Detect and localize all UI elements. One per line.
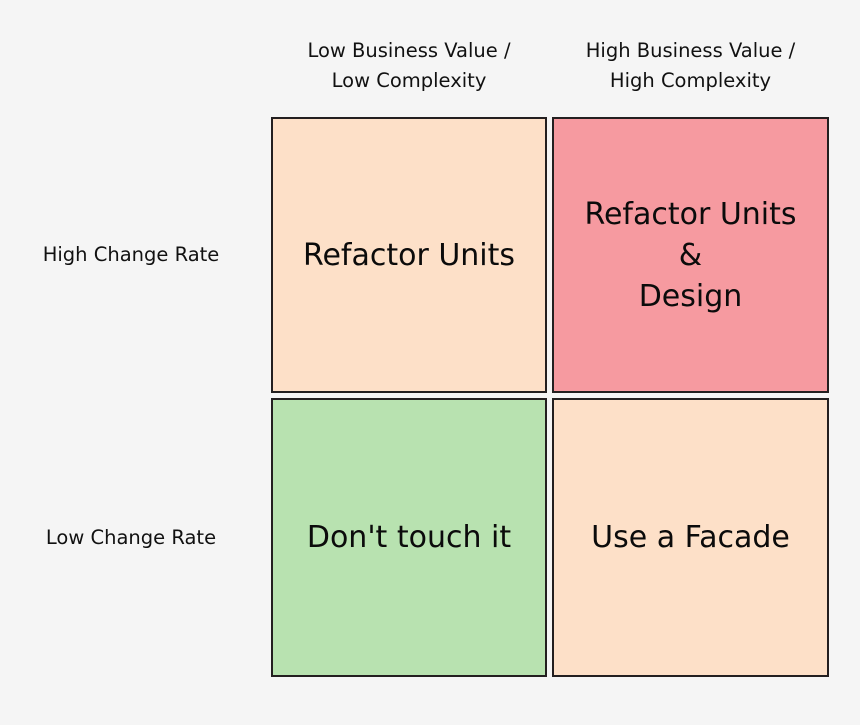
quadrant-cell-label: Refactor Units [302, 237, 516, 273]
quadrant-cell-label: Use a Facade [591, 520, 790, 555]
quadrant-cell-label: Don't touch it [306, 520, 512, 555]
quadrant-cell-high-change-high-value[interactable]: Refactor Units & Design [552, 117, 829, 393]
row-label-high-change-rate: High Change Rate [0, 117, 262, 393]
row-label-low-change-rate: Low Change Rate [0, 398, 262, 677]
row-label-text: Low Change Rate [45, 525, 217, 549]
column-header-label: High Business Value / High Complexity [585, 39, 796, 92]
column-header-low-business-value: Low Business Value / Low Complexity [271, 36, 547, 102]
quadrant-cell-low-change-low-value[interactable]: Don't touch it [271, 398, 547, 677]
quadrant-cell-low-change-high-value[interactable]: Use a Facade [552, 398, 829, 677]
column-header-label: Low Business Value / Low Complexity [307, 39, 511, 92]
column-header-high-business-value: High Business Value / High Complexity [552, 36, 829, 102]
quadrant-cell-high-change-low-value[interactable]: Refactor Units [271, 117, 547, 393]
row-label-text: High Change Rate [42, 243, 220, 266]
quadrant-cell-label: Refactor Units & Design [584, 196, 797, 314]
